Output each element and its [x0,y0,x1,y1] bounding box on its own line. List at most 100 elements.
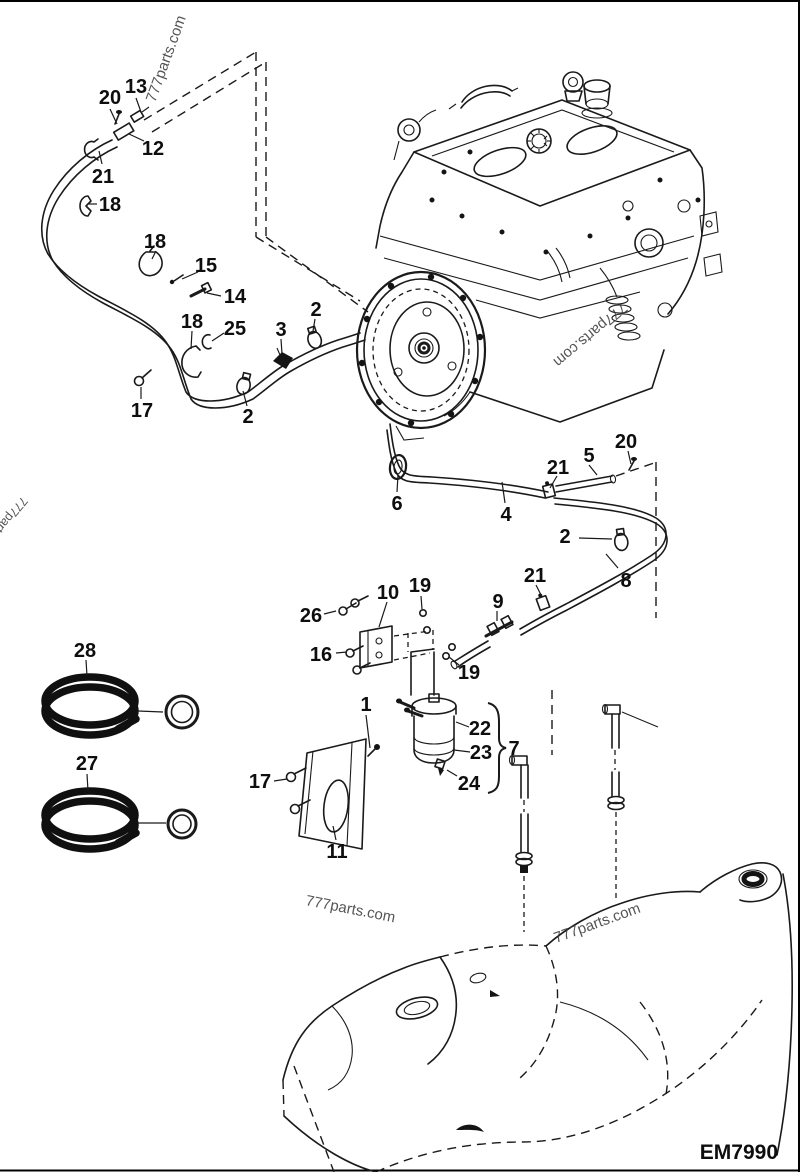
callout-20-18: 20 [615,431,637,453]
callout-26-25: 26 [300,605,322,627]
clip-20a [114,113,120,125]
callout-16-26: 16 [310,644,332,666]
fuel-tank-sketch [282,862,793,1172]
callout-17-33: 17 [249,771,271,793]
callout-25-9: 25 [224,318,246,340]
cap-ribs [527,129,551,153]
filter-strap [410,648,435,696]
clip-18b [138,245,163,277]
callout-22-29: 22 [469,718,491,740]
screw-16a [345,648,355,658]
callout-2-19: 2 [559,526,570,548]
callout-4-15: 4 [500,504,512,526]
callout-6-14: 6 [391,493,402,515]
bolt-1 [367,747,377,757]
hose-coils [41,673,200,853]
callout-19-27: 19 [458,662,480,684]
callout-1-28: 1 [360,694,371,716]
nut-19c [441,651,450,660]
o-ring-27 [166,808,198,840]
mount-plate-11 [285,738,380,850]
callout-14-7: 14 [224,286,247,308]
callout-10-23: 10 [377,582,399,604]
callout-2-11: 2 [310,299,321,321]
screw-16b [352,665,362,675]
dashed-guides [143,51,657,755]
filter-head [411,697,457,715]
clamp-3 [273,352,293,369]
hose-8-lower [454,640,491,668]
watermark-top: 777parts.com [143,13,190,104]
engine-bolt-dots [429,149,701,255]
callout-7-31: 7 [508,738,519,760]
callout-21-16: 21 [547,457,569,479]
pickup-tube-b [601,703,659,900]
clip-18c [181,345,202,378]
tank-opening [395,996,439,1020]
hose-5 [555,475,613,493]
callout-18-8: 18 [181,311,203,333]
fitting-13 [129,109,145,123]
watermarks: 777parts.com 777parts.com 777parts.com 7… [0,13,643,947]
clamp-2b [236,371,252,396]
screw-17a [133,375,145,387]
clamp-2a [306,325,323,350]
nut-19d [447,642,456,651]
leader-lines [85,97,632,841]
grommet-6 [388,453,408,481]
fitting-12 [112,122,135,141]
small-parts [79,106,637,675]
breather-hose [460,84,513,109]
coil-28 [41,673,140,739]
callout-23-30: 23 [470,742,492,764]
alternator-pulley [397,118,421,142]
brace-7 [487,702,507,794]
callout-15-6: 15 [195,255,217,277]
callout-18-5: 18 [144,231,166,253]
callout-21-21: 21 [524,565,546,587]
supply-hose [40,139,361,402]
screw-17b1 [285,771,297,783]
engine-sketch [355,71,723,441]
screw-26a [338,606,348,616]
o-ring-28 [164,694,200,730]
callout-8-20: 8 [620,570,631,592]
watermark-bottom-right: 777parts.com [552,900,643,947]
flywheel [355,270,487,441]
nut-19b [422,625,431,634]
tank-detail-dark [456,1124,484,1132]
callout-27-36: 27 [76,753,98,775]
callout-5-17: 5 [583,445,594,467]
coil-27 [41,787,140,853]
callout-18-4: 18 [99,194,121,216]
callout-2-13: 2 [242,406,253,428]
nut-19a [418,608,427,617]
callout-12-2: 12 [142,138,164,160]
screw-26b [350,598,360,608]
part-code: EM7990 [700,1141,778,1164]
screw-17b2 [289,803,301,815]
watermark-left-edge: 777parts.com [0,494,30,561]
clip-21a [83,138,99,161]
callout-3-10: 3 [275,319,286,341]
filter-assembly [359,625,507,794]
clip-18a [79,195,92,217]
connector-9 [484,614,514,638]
flywheel-rim-bolts [358,273,484,427]
fuel-hoses [40,139,668,670]
pickup-tubes [508,703,659,932]
pin-15 [173,274,184,282]
callout-24-32: 24 [458,773,481,795]
filter-drain-24 [434,758,446,776]
clip-20b [628,460,635,471]
exhaust-flex-spring [605,295,641,341]
callout-21-3: 21 [92,166,114,188]
bracket-10 [359,625,393,669]
hose-8 [519,497,667,630]
callout-13-1: 13 [125,76,147,98]
callout-11-34: 11 [326,841,347,863]
tank-filler-neck [738,869,768,889]
